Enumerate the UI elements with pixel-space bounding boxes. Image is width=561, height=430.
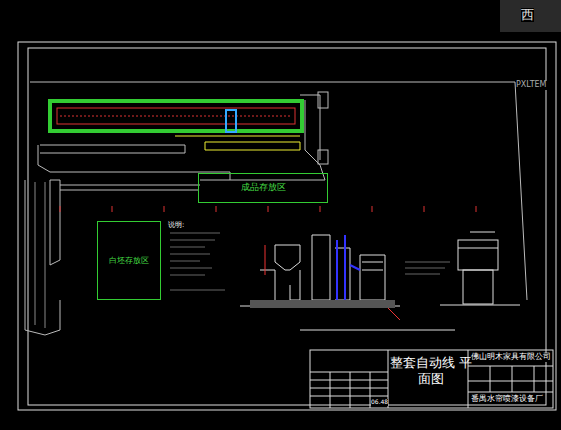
storage-area: 白坯存放区 [97, 221, 161, 300]
node-text: 白坯存放区 [109, 256, 149, 266]
node-text: 整套自动线 平面图 [389, 355, 473, 388]
column-tick [320, 206, 321, 212]
column-tick [216, 206, 217, 212]
drawing-title: 整套自动线 平面图 [389, 351, 473, 391]
column-tick [60, 206, 61, 212]
column-tick [372, 206, 373, 212]
column-tick [476, 206, 477, 212]
company-name: 佛山明木家具有限公司 [471, 353, 551, 362]
ui-text: 西 [521, 8, 534, 22]
column-tick [164, 206, 165, 212]
node-text: 成品存放区 [241, 182, 286, 193]
notes-heading: 说明: [168, 222, 184, 230]
supplier-name: 番禺水帘喷漆设备厂 [471, 395, 543, 404]
column-tick [112, 206, 113, 212]
storage-area: 成品存放区 [198, 173, 328, 203]
table-cell: 06.48 [371, 399, 388, 406]
column-tick [424, 206, 425, 212]
column-tick [268, 206, 269, 212]
watermark: PXLTEM [516, 81, 547, 90]
